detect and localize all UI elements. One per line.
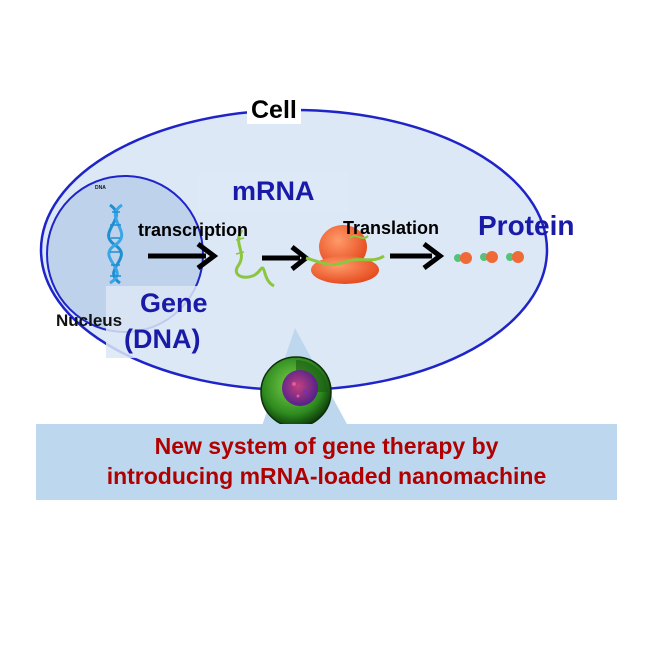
mrna-label: mRNA bbox=[232, 176, 315, 206]
dna-small-label: DNA bbox=[95, 185, 106, 191]
caption-line-2: introducing mRNA-loaded nanomachine bbox=[106, 463, 547, 489]
protein-molecule-icon bbox=[454, 251, 524, 264]
cell-label: Cell bbox=[247, 97, 301, 124]
arrow-right-icon bbox=[390, 242, 445, 270]
translation-label: Translation bbox=[343, 218, 440, 238]
protein-label: Protein bbox=[478, 210, 575, 241]
caption-line-1: New system of gene therapy by bbox=[154, 433, 499, 459]
arrow-right-icon bbox=[148, 242, 219, 270]
nucleus-label: Nucleus bbox=[56, 311, 123, 330]
ribosome-icon bbox=[305, 225, 385, 284]
mrna-label-background bbox=[198, 172, 348, 212]
dna-label: (DNA) bbox=[124, 324, 201, 354]
mrna-strand-icon bbox=[234, 229, 275, 288]
gene-label: Gene bbox=[140, 288, 208, 318]
dna-helix-icon bbox=[107, 203, 124, 285]
caption-banner: New system of gene therapy by introducin… bbox=[36, 424, 617, 500]
gene-label-background bbox=[106, 286, 252, 358]
transcription-label: transcription bbox=[138, 220, 249, 240]
nanomachine-sphere-icon bbox=[260, 356, 332, 428]
